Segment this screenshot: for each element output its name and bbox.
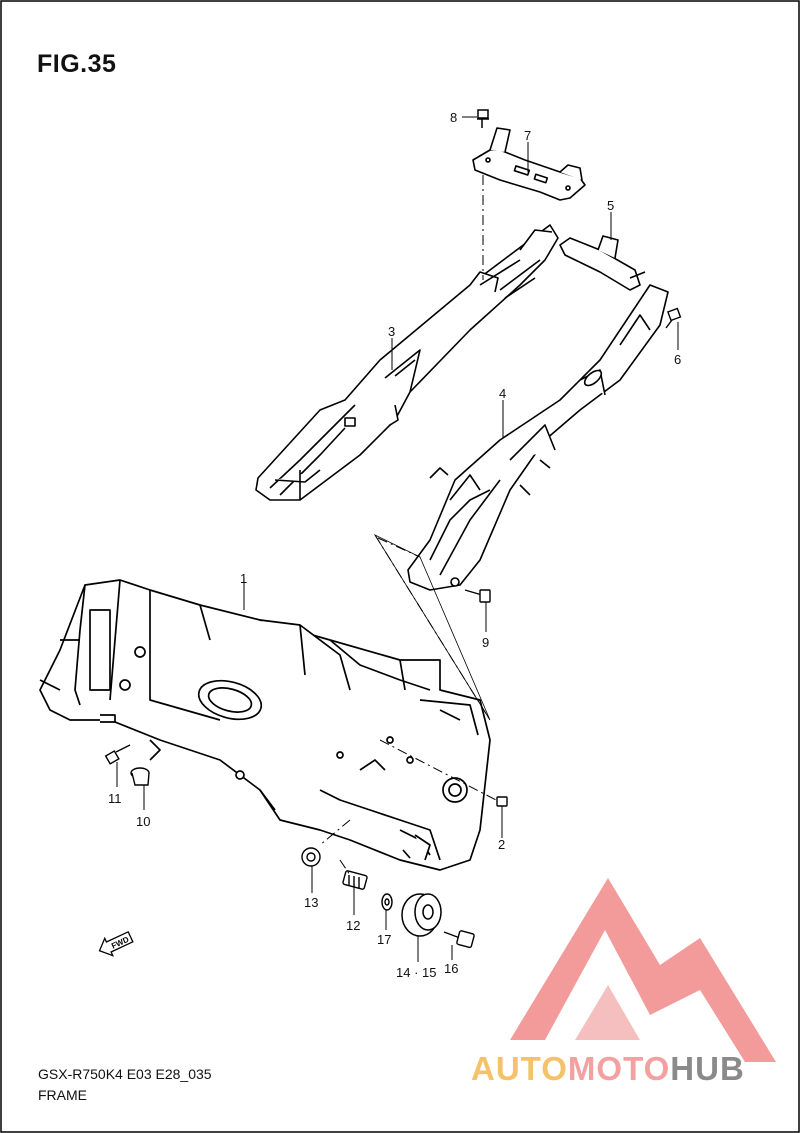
callout-1: 1 bbox=[240, 571, 247, 586]
part-17-washer bbox=[381, 893, 393, 911]
model-code: GSX-R750K4 E03 E28_035 bbox=[38, 1066, 212, 1082]
watermark-logo-icon bbox=[510, 878, 776, 1062]
callout-16: 16 bbox=[444, 961, 458, 976]
part-14-15-bushing bbox=[401, 893, 442, 937]
fwd-arrow-icon: FWD bbox=[98, 930, 134, 957]
part-13-nut bbox=[301, 847, 321, 867]
part-8-bolt bbox=[477, 109, 489, 128]
leader-lines bbox=[116, 116, 679, 962]
callout-13: 13 bbox=[304, 895, 318, 910]
part-11-bolt bbox=[104, 744, 131, 765]
watermark-text: AUTOMOTOHUB bbox=[471, 1049, 745, 1089]
part-3-seat-rail-left bbox=[255, 224, 559, 501]
callout-12: 12 bbox=[346, 918, 360, 933]
watermark-part-auto: AUTO bbox=[471, 1050, 568, 1087]
part-9-bolt bbox=[464, 589, 491, 603]
callout-8: 8 bbox=[450, 110, 457, 125]
callout-5: 5 bbox=[607, 198, 614, 213]
callout-labels: 1 2 3 4 5 6 7 8 9 10 11 12 13 14 · 15 16… bbox=[108, 110, 681, 980]
part-1-main-frame bbox=[39, 579, 491, 871]
callout-2: 2 bbox=[498, 837, 505, 852]
callout-14-15: 14 · 15 bbox=[396, 965, 436, 980]
callout-11: 11 bbox=[108, 791, 122, 806]
callout-6: 6 bbox=[674, 352, 681, 367]
watermark-part-moto: MOTO bbox=[567, 1050, 671, 1087]
part-5-cross-member bbox=[559, 235, 646, 291]
callout-7: 7 bbox=[524, 128, 531, 143]
figure-title: FIG.35 bbox=[37, 50, 117, 78]
part-4-seat-rail-right bbox=[407, 284, 669, 591]
part-7-bracket bbox=[472, 127, 586, 201]
callout-10: 10 bbox=[136, 814, 150, 829]
callout-4: 4 bbox=[499, 386, 506, 401]
callout-17: 17 bbox=[377, 932, 391, 947]
figure-name: FRAME bbox=[38, 1087, 87, 1103]
part-16-bolt bbox=[443, 930, 475, 949]
callout-3: 3 bbox=[388, 324, 395, 339]
watermark-part-hub: HUB bbox=[670, 1050, 745, 1087]
part-12-adjuster bbox=[342, 870, 368, 890]
dash-wedge bbox=[373, 534, 491, 721]
callout-9: 9 bbox=[482, 635, 489, 650]
part-10-collar bbox=[130, 767, 150, 786]
part-6-bolt bbox=[665, 307, 682, 329]
part-2-bolt bbox=[496, 796, 508, 807]
